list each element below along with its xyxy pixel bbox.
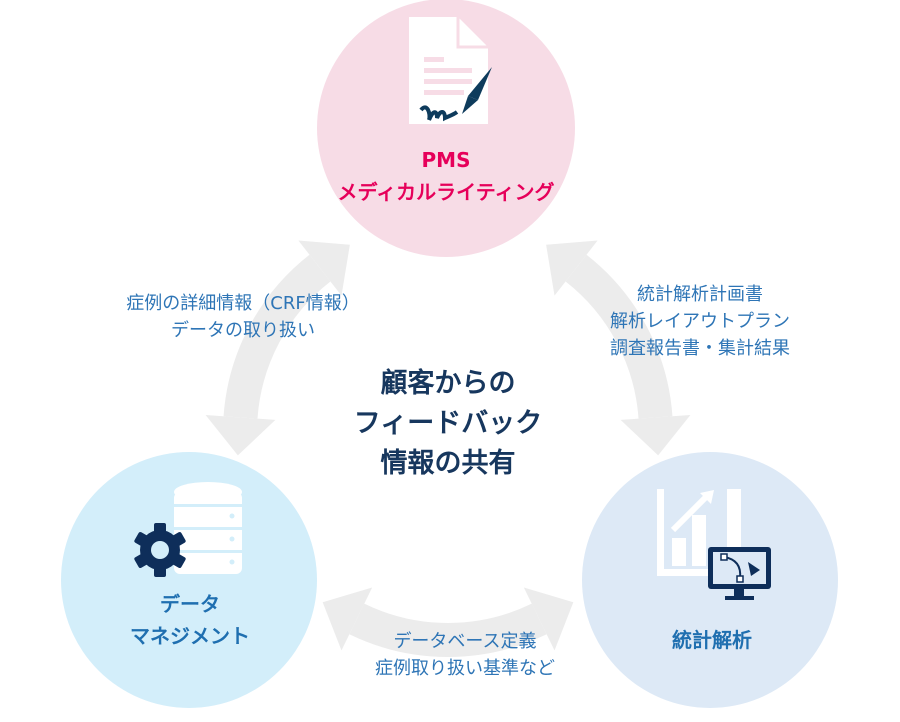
center-line: 顧客からの [380, 368, 516, 399]
arrow-left-head-icon [205, 415, 276, 456]
database-gear-icon [134, 482, 242, 577]
pms-subtitle: メディカルライティング [337, 180, 555, 204]
flow-bottom-label: データベース定義 症例取り扱い基準など [375, 628, 555, 682]
pms-circle [317, 0, 575, 257]
arrow-right-body [565, 254, 673, 419]
document-pen-icon [409, 17, 492, 124]
flow-left-label: 症例の詳細情報（CRF情報） データの取り扱い [126, 290, 359, 344]
arrow-bottom-head-icon [523, 587, 574, 651]
statistics-label: 統計解析 [672, 628, 752, 652]
arrow-left-head-icon [298, 240, 350, 296]
arrow-left-body [223, 254, 331, 419]
pms-label: PMS メディカルライティング [338, 144, 555, 208]
flow-left-line: 症例の詳細情報（CRF情報） [126, 293, 360, 314]
flow-right-line: 解析レイアウトプラン [610, 311, 790, 332]
cycle-arrows [205, 240, 691, 657]
arrow-right-head-icon [546, 240, 598, 296]
flow-bottom-line: データベース定義 [393, 631, 537, 652]
data-management-label: データ マネジメント [130, 588, 250, 652]
flow-bottom-line: 症例取り扱い基準など [375, 658, 555, 679]
data-management-line2: マネジメント [130, 624, 250, 648]
pms-title: PMS [421, 148, 471, 172]
flow-right-line: 統計解析計画書 [637, 284, 763, 305]
arrow-bottom-head-icon [322, 587, 373, 651]
chart-monitor-icon [657, 489, 771, 600]
data-management-line1: データ [160, 592, 220, 616]
data-management-circle [61, 452, 317, 708]
flow-right-label: 統計解析計画書 解析レイアウトプラン 調査報告書・集計結果 [610, 281, 790, 362]
flow-right-line: 調査報告書・集計結果 [610, 338, 790, 359]
center-line: 情報の共有 [380, 448, 516, 479]
arrow-right-head-icon [620, 415, 691, 456]
arrow-bottom-body [349, 603, 547, 657]
center-line: フィードバック [353, 408, 543, 439]
flow-left-line: データの取り扱い [171, 320, 315, 341]
center-text: 顧客からの フィードバック 情報の共有 [354, 364, 542, 484]
